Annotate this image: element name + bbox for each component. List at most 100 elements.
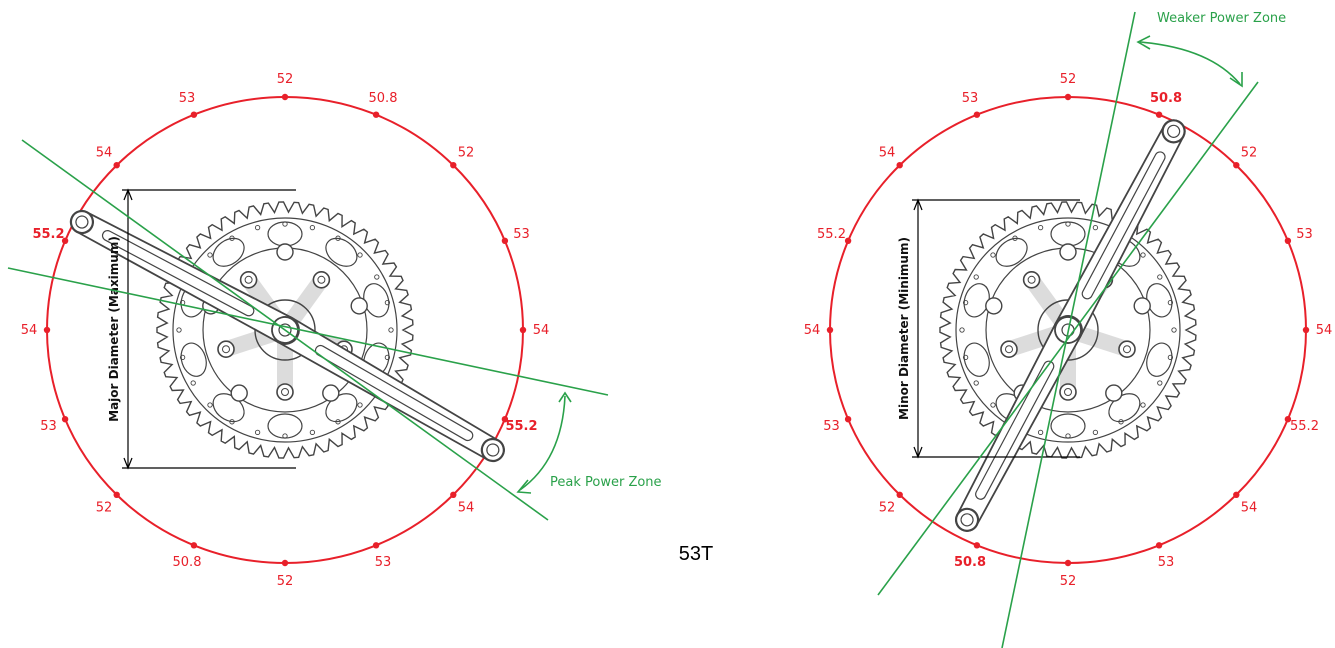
chainring-pin-hole — [1065, 433, 1071, 439]
pedal-eye — [954, 507, 980, 532]
chainring-hole — [276, 243, 294, 261]
peak-power-zone-label: Peak Power Zone — [550, 475, 662, 490]
chainring-pin-hole — [1037, 224, 1044, 231]
chainring-bolt — [312, 270, 331, 289]
chainring-bolt-center — [222, 345, 230, 354]
diameter-value-label: 50.8 — [1150, 91, 1182, 106]
diameter-value-label: 53 — [375, 555, 392, 570]
diameter-value-label: 55.2 — [32, 227, 64, 242]
left-crankset-diagram: 5250.852535455.254535250.852535455.25453… — [7, 72, 662, 589]
chainring-hole — [322, 384, 340, 402]
diameter-value-label: 52 — [96, 501, 113, 516]
dimension-arrow-bottom — [913, 446, 923, 459]
diameter-marker — [450, 162, 457, 169]
diameter-marker — [372, 111, 380, 118]
chainring-bolt-center — [1064, 388, 1072, 396]
pedal-eye-inner — [1167, 124, 1181, 138]
chainring-pin-hole — [388, 327, 394, 333]
diameter-value-label: 52 — [277, 574, 294, 589]
diameter-value-label: 52 — [1060, 574, 1077, 589]
chainring-hole — [985, 297, 1003, 315]
diameter-marker — [372, 542, 380, 549]
chainring-pin-hole — [229, 419, 235, 425]
chainring-pin-hole — [990, 252, 996, 258]
weaker-power-zone: Weaker Power Zone — [877, 11, 1286, 648]
crank-arm — [69, 209, 300, 345]
crank-arm-groove — [1081, 151, 1166, 300]
diameter-value-label: 55.2 — [817, 227, 846, 242]
chainring-bolt — [1000, 340, 1018, 359]
zone-arc — [1139, 41, 1241, 85]
chainring-pin-hole — [1037, 429, 1044, 436]
chainring-pin-hole — [190, 380, 196, 386]
diameter-marker — [1302, 326, 1310, 334]
chainring-cutout — [963, 342, 990, 377]
crank-arm-body — [270, 315, 505, 462]
pedal-eye-inner — [486, 443, 500, 457]
zone-arrow — [1229, 72, 1243, 88]
diameter-marker — [1064, 559, 1072, 567]
pedal-eye — [1161, 119, 1186, 144]
chainring-pin-hole — [254, 429, 261, 436]
chainring-bolt-center — [281, 388, 289, 396]
diameter-value-label: 54 — [96, 146, 113, 161]
diameter-marker — [1233, 491, 1240, 498]
dimension-arrow-bottom — [123, 457, 133, 470]
chainring-pin-hole — [207, 252, 213, 258]
chainring-hole — [350, 297, 368, 315]
diameter-marker — [113, 491, 120, 498]
chainring-cutout — [267, 413, 303, 439]
chainring-hole — [1133, 297, 1151, 315]
chainring-bolt — [1118, 340, 1136, 359]
chainring-cutout — [212, 237, 245, 267]
diameter-marker — [113, 162, 120, 169]
diameter-label: Major Diameter (Maximum) — [107, 236, 121, 422]
chainring-pin-hole — [384, 299, 391, 306]
crank-bolt-center — [1061, 323, 1075, 337]
diameter-value-label: 55.2 — [505, 419, 537, 434]
diameter-marker — [519, 326, 527, 334]
zone-boundary-line — [877, 81, 1259, 596]
dimension-arrow-top — [913, 198, 923, 211]
chainring-pin-hole — [282, 433, 288, 439]
diameter-marker — [43, 326, 51, 334]
chainring-pin-hole — [959, 327, 965, 333]
chainring-pin-hole — [1012, 235, 1018, 241]
zone-boundary-line — [1001, 11, 1136, 648]
chainring-pin-hole — [962, 299, 969, 306]
chainring-pin-hole — [962, 354, 969, 361]
chainring-bolt — [217, 340, 235, 359]
crank-arm — [954, 315, 1083, 532]
diameter-value-label: 53 — [962, 91, 979, 106]
chainring-pin-hole — [1171, 327, 1177, 333]
diameter-marker — [1155, 111, 1163, 118]
chainring-bolt — [276, 383, 294, 401]
chainring-size-label: 53T — [679, 543, 713, 565]
diameter-marker — [281, 559, 289, 567]
chainring-pin-hole — [229, 235, 235, 241]
diameter-value-label: 50.8 — [954, 555, 986, 570]
chainring-pin-hole — [1140, 402, 1146, 408]
chainring-bolt-center — [1005, 345, 1013, 354]
chainring-cutout — [180, 342, 207, 377]
chainring-pin-hole — [374, 274, 380, 280]
diameter-marker — [501, 237, 509, 244]
diameter-value-label: 52 — [879, 501, 896, 516]
diameter-marker — [896, 162, 903, 169]
chainring-pin-hole — [176, 327, 182, 333]
chainring-pin-hole — [973, 380, 979, 386]
diameter-value-label: 53 — [513, 227, 530, 242]
crank-arm-body — [1053, 119, 1186, 345]
chainring-pin-hole — [990, 402, 996, 408]
diameter-marker — [896, 491, 903, 498]
diameter-value-label: 53 — [1158, 555, 1175, 570]
diameter-marker — [190, 111, 198, 118]
chainring-pin-hole — [1092, 429, 1099, 436]
chainring-cutout — [1050, 413, 1086, 439]
chainring-cutout — [267, 221, 303, 247]
right-crankset-diagram: 5250.852535455.254535250.852535455.25453… — [804, 11, 1332, 648]
diameter-marker — [1233, 162, 1240, 169]
chainring-bolt-center — [1123, 345, 1131, 354]
dimension-arrow-top — [123, 188, 133, 201]
chainring-bolt — [1022, 270, 1041, 289]
